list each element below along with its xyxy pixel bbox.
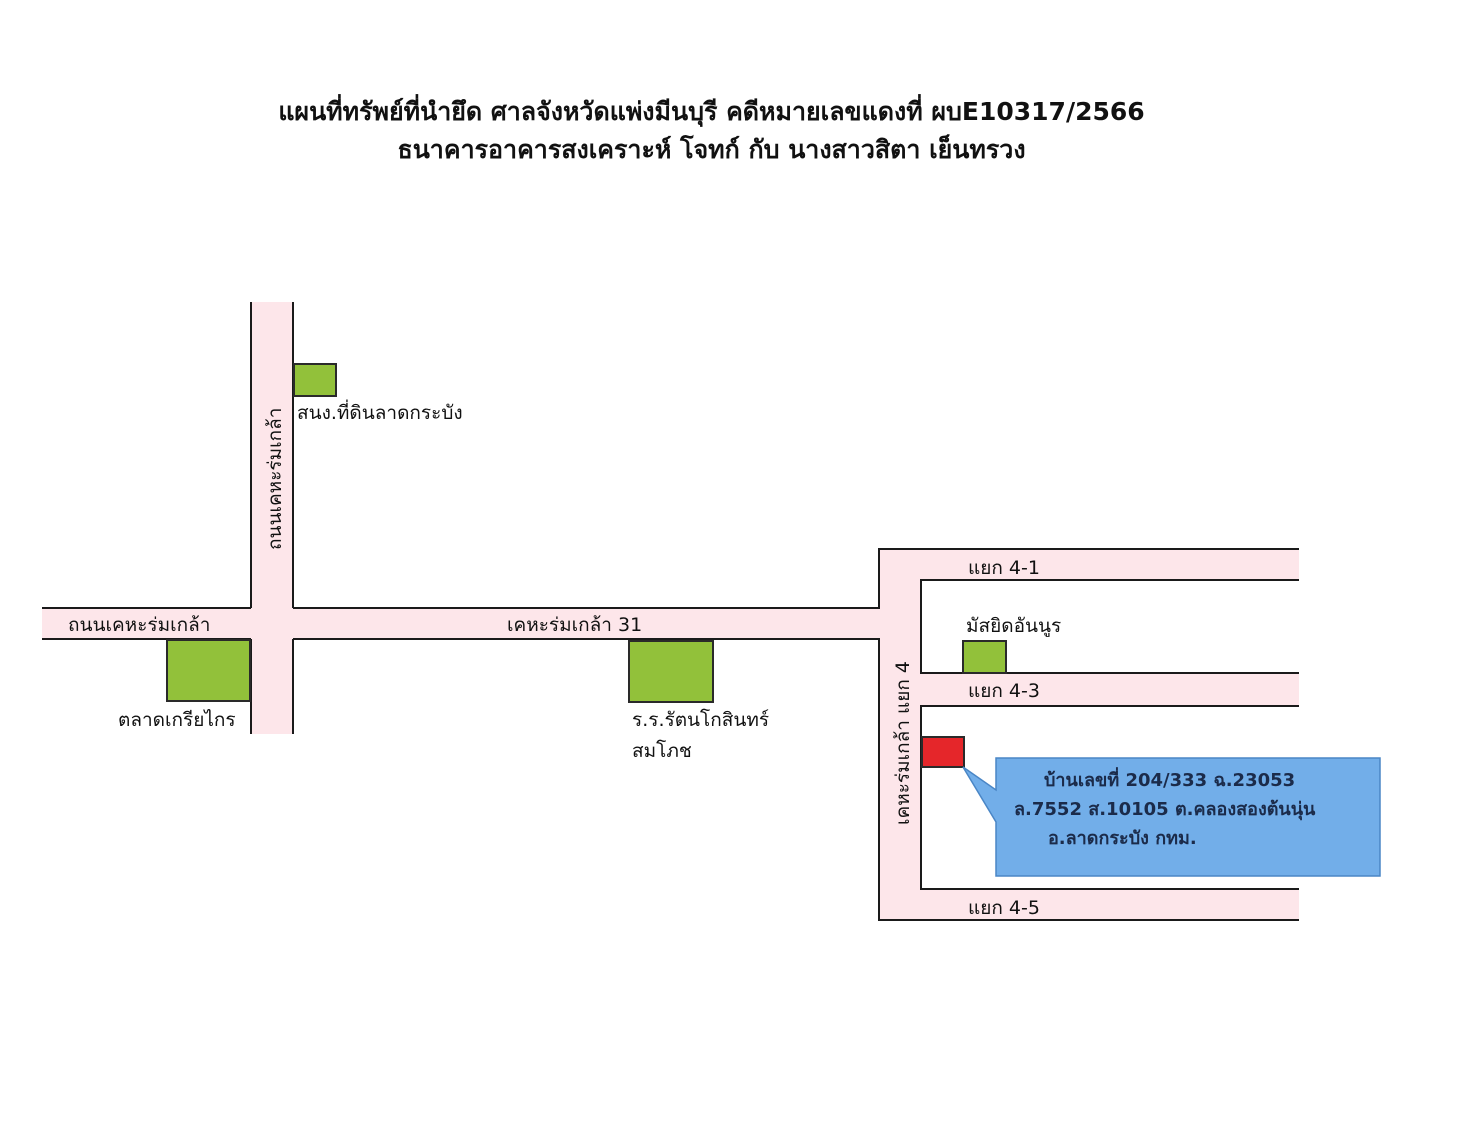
- main-road-edge-top-east: [293, 607, 880, 609]
- soi4-5-edge-top: [920, 888, 1299, 890]
- school-building: [628, 640, 714, 703]
- north-road-edge-left-bottom: [250, 639, 252, 734]
- main-road-east-label: เคหะร่มเกล้า 31: [507, 614, 643, 636]
- north-road-edge-right-bottom: [292, 639, 294, 734]
- soi4-3-edge-top: [920, 672, 1299, 674]
- soi4-edge-left-top: [878, 548, 880, 608]
- soi4-3-label: แยก 4-3: [968, 680, 1040, 702]
- soi4-1-edge-top: [878, 548, 1299, 550]
- north-road-edge-left-top: [250, 302, 252, 608]
- soi4-5-label: แยก 4-5: [968, 897, 1040, 919]
- north-road-edge-right-top: [292, 302, 294, 608]
- soi4-5-edge-bottom: [878, 919, 1299, 921]
- north-road: [251, 302, 293, 734]
- soi4-1-label: แยก 4-1: [968, 557, 1040, 579]
- main-road-edge-bottom-east: [293, 638, 880, 640]
- property-line2: ล.7552 ส.10105 ต.คลองสองต้นนุ่น: [1014, 799, 1316, 820]
- soi4-edge-left-bottom: [878, 639, 880, 920]
- property-line3: อ.ลาดกระบัง กทม.: [1048, 828, 1197, 849]
- mosque-label: มัสยิดอันนูร: [966, 615, 1062, 637]
- main-road: [42, 608, 879, 639]
- property-callout-text: บ้านเลขที่ 204/333 ฉ.23053 ล.7552 ส.1010…: [1000, 766, 1360, 853]
- soi4-1-edge-bottom: [920, 579, 1299, 581]
- property-callout-shape: [962, 757, 1381, 877]
- map-title-line1: แผนที่ทรัพย์ที่นำยึด ศาลจังหวัดแพ่งมีนบุ…: [278, 97, 1145, 126]
- soi4-edge-right-b: [920, 705, 922, 890]
- soi4-edge-right-a: [920, 579, 922, 674]
- property-marker: [921, 736, 965, 768]
- market-building: [166, 639, 251, 702]
- soi4-3-road: [921, 673, 1299, 706]
- market-label: ตลาดเกรียไกร: [118, 709, 236, 731]
- land-office-building: [293, 363, 337, 397]
- school-label-line1: ร.ร.รัตนโกสินทร์: [632, 709, 770, 731]
- mosque-building: [962, 640, 1007, 674]
- map-title-line2: ธนาคารอาคารสงเคราะห์ โจทก์ กับ นางสาวสิต…: [397, 135, 1026, 164]
- main-road-west-label: ถนนเคหะร่มเกล้า: [68, 614, 211, 636]
- soi4-road: [879, 549, 921, 920]
- property-line1: บ้านเลขที่ 204/333 ฉ.23053: [1044, 770, 1296, 791]
- main-road-edge-bottom-west: [42, 638, 251, 640]
- main-road-edge-top-west: [42, 607, 251, 609]
- soi4-1-road: [921, 549, 1299, 580]
- soi4-5-road: [921, 889, 1299, 920]
- school-label-line2: สมโภช: [632, 740, 692, 762]
- land-office-label: สนง.ที่ดินลาดกระบัง: [297, 402, 463, 424]
- soi4-3-edge-bottom: [920, 705, 1299, 707]
